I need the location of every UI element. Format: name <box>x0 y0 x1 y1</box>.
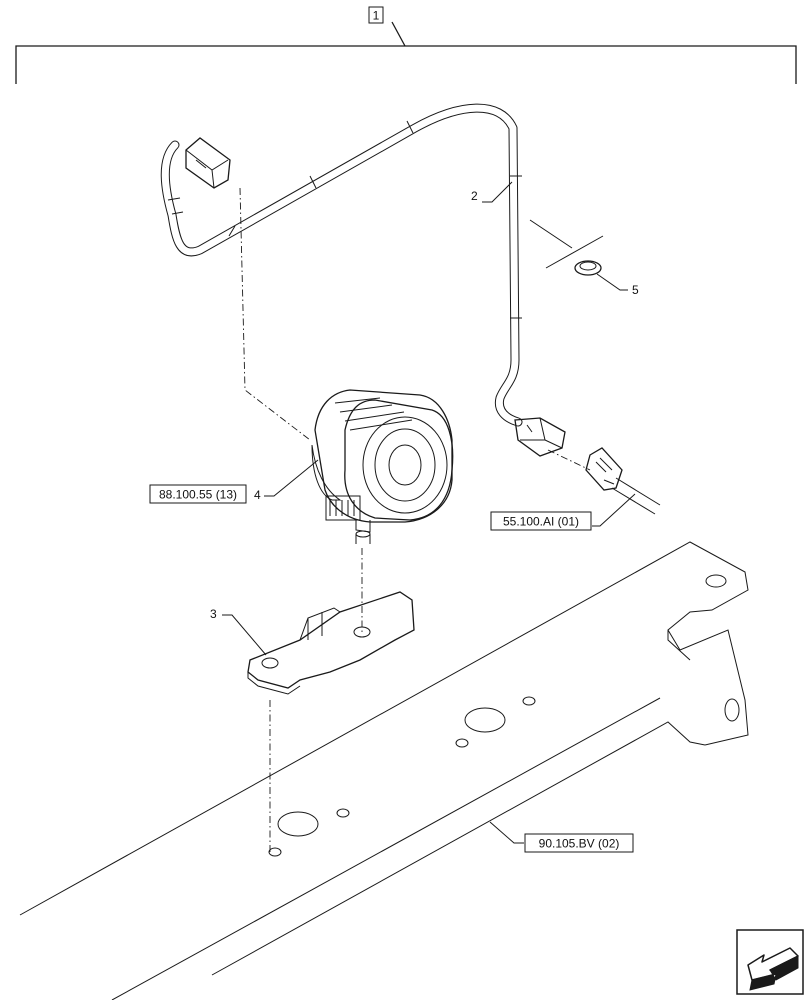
callout-harness[interactable]: 2 <box>471 181 513 203</box>
callout-assembly[interactable]: 1 <box>368 6 384 24</box>
callout-clip[interactable]: 5 <box>596 273 639 297</box>
svg-text:1: 1 <box>373 9 380 23</box>
svg-text:88.100.55 (13): 88.100.55 (13) <box>159 488 237 502</box>
wiring-harness <box>160 103 566 457</box>
svg-text:5: 5 <box>632 283 639 297</box>
mating-connector <box>585 447 661 515</box>
lamp-reference-box[interactable]: 88.100.55 (13) <box>149 484 247 504</box>
frame-rail <box>19 541 749 1000</box>
assembly-lines <box>239 187 591 852</box>
svg-text:4: 4 <box>254 488 261 502</box>
svg-text:90.105.BV (02): 90.105.BV (02) <box>539 837 620 851</box>
assembly-bracket <box>15 21 797 84</box>
callout-bracket[interactable]: 3 <box>210 607 267 656</box>
connector-reference-box[interactable]: 55.100.AI (01) <box>490 493 636 531</box>
svg-text:55.100.AI (01): 55.100.AI (01) <box>503 515 579 529</box>
frame-reference-box[interactable]: 90.105.BV (02) <box>489 821 634 853</box>
next-page-arrow-icon[interactable] <box>736 929 804 995</box>
work-lamp <box>311 389 454 544</box>
callout-lamp[interactable]: 4 <box>254 459 319 502</box>
svg-text:3: 3 <box>210 607 217 621</box>
cable-clip <box>529 219 604 276</box>
mounting-bracket <box>247 591 415 695</box>
svg-text:2: 2 <box>471 189 478 203</box>
